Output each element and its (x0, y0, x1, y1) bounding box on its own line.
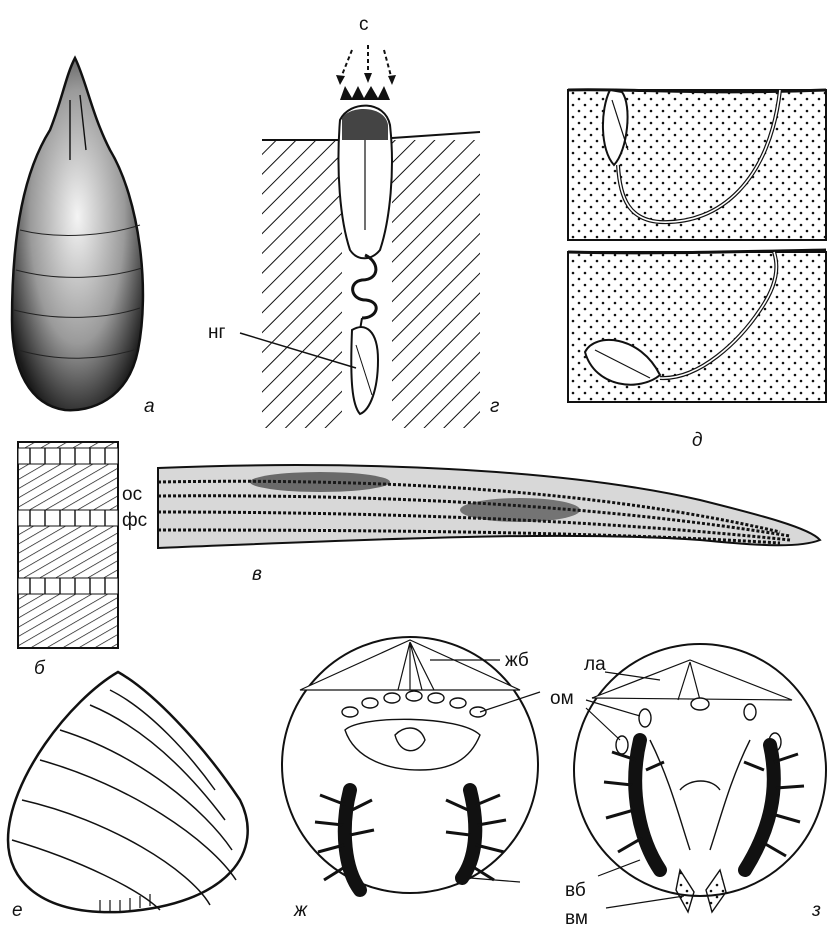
label-la: ла (584, 654, 606, 675)
anatomy-zh-drawing (282, 637, 540, 893)
shell-a-drawing (12, 58, 143, 410)
burrow-g-drawing (240, 45, 480, 428)
panel-label-a: а (144, 396, 155, 417)
panel-label-b: б (34, 658, 46, 679)
shell-e-drawing (8, 672, 248, 912)
panel-label-v: в (252, 564, 262, 585)
anatomy-z-drawing (574, 644, 826, 912)
label-vm: вм (565, 908, 588, 929)
panel-label-g: г (490, 396, 499, 417)
label-om: ом (550, 688, 574, 709)
burrowing-d-drawing (568, 90, 826, 402)
label-zhb: жб (505, 650, 529, 671)
label-s: с (359, 14, 369, 35)
label-fs: фс (122, 510, 147, 531)
panel-label-z: з (811, 900, 821, 921)
panel-label-e: е (12, 900, 23, 921)
label-vb: вб (565, 880, 586, 901)
panel-label-zh: ж (293, 900, 308, 921)
seta-v-drawing (158, 465, 820, 548)
label-ng: нг (208, 322, 225, 343)
label-os: ос (122, 484, 142, 505)
panel-label-d: д (692, 430, 703, 451)
section-b-drawing (18, 442, 118, 648)
